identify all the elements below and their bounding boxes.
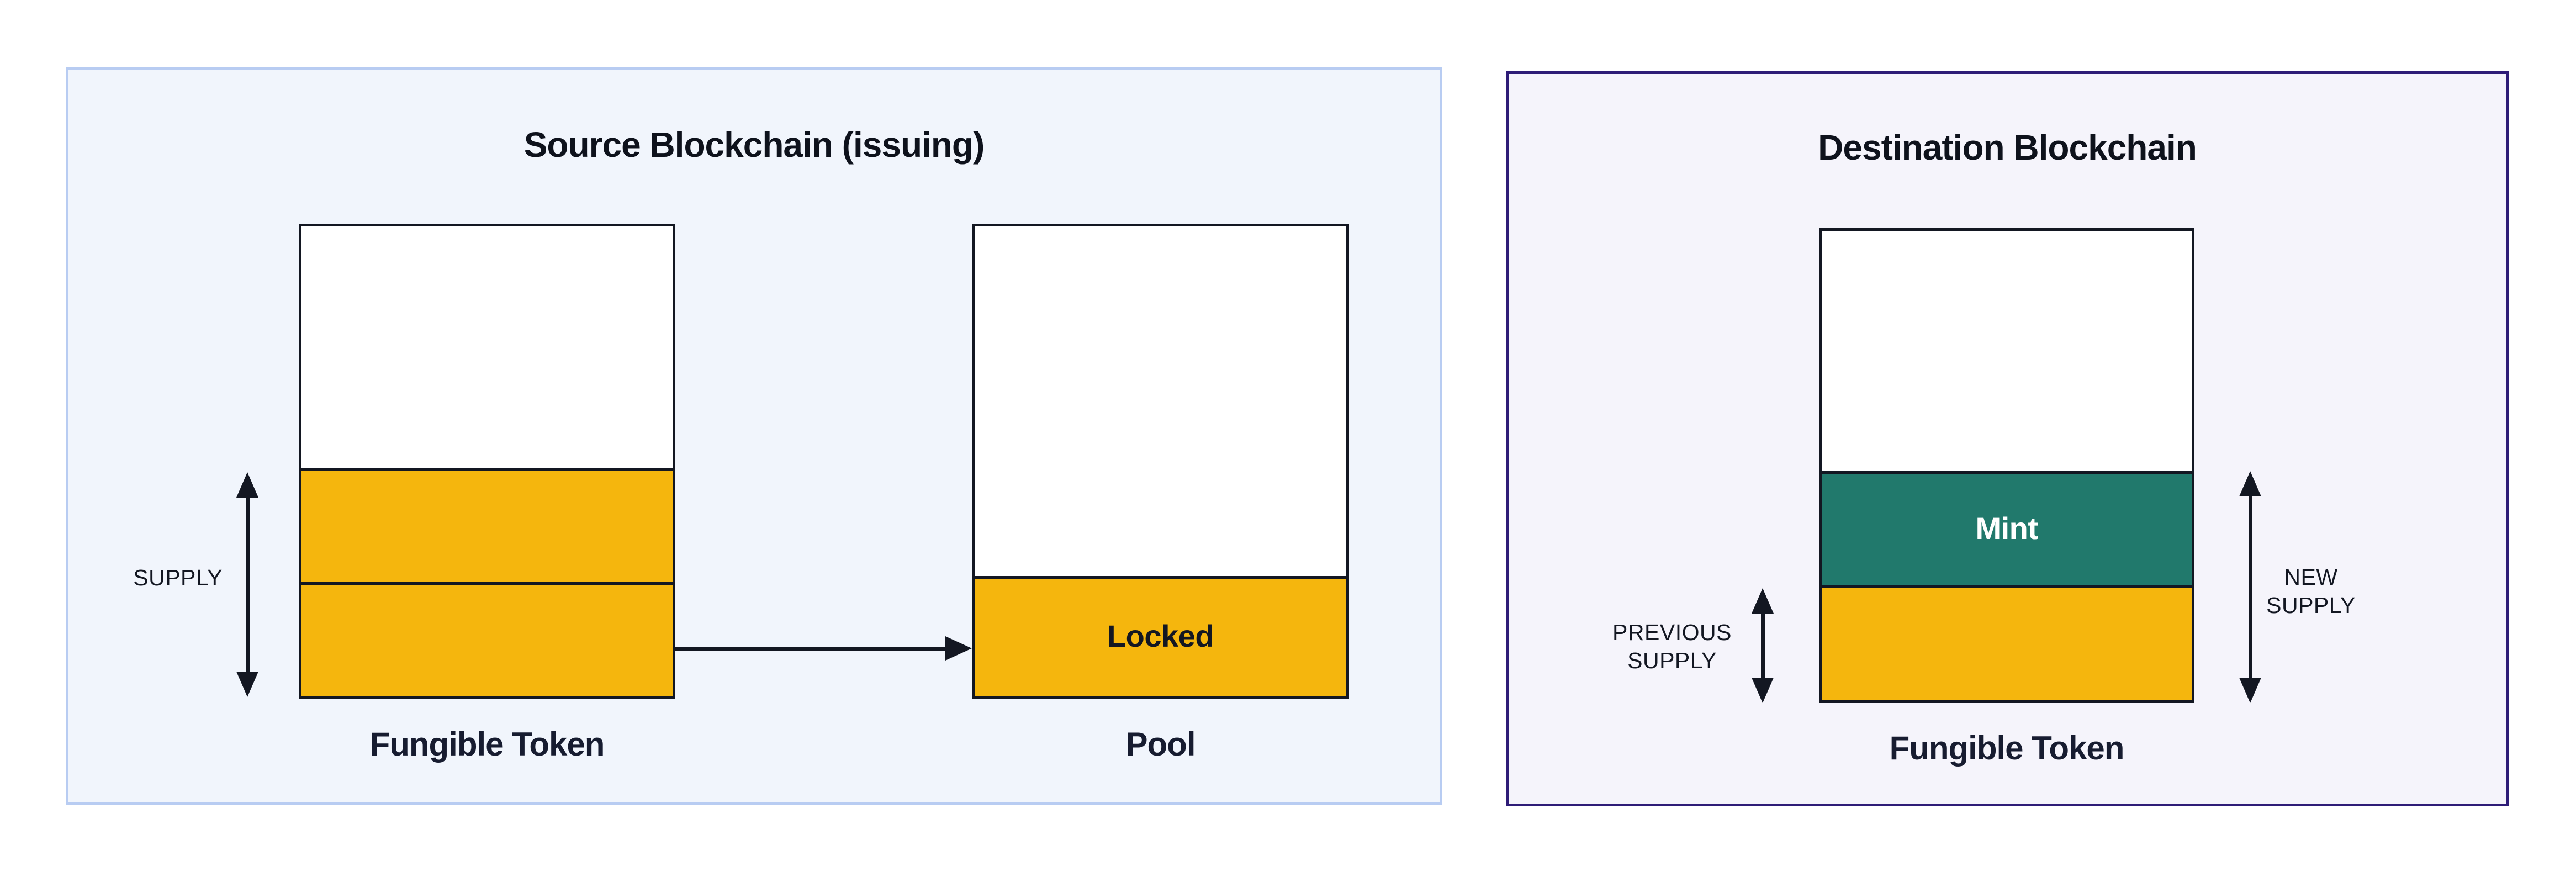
fungible-token-caption-destination: Fungible Token <box>1889 730 2125 767</box>
unissued-supply-band <box>301 226 673 471</box>
fungible-token-box-source <box>299 224 675 699</box>
previous-supply-label: PREVIOUS SUPPLY <box>1612 620 1732 673</box>
locked-label: Locked <box>1107 618 1214 653</box>
source-blockchain-panel: Source Blockchain (issuing) SUPPLY Fungi… <box>66 67 1442 805</box>
new-supply-range-arrow <box>2239 471 2262 703</box>
lock-transfer-arrow <box>675 636 972 661</box>
new-supply-label: NEW SUPPLY <box>2266 564 2356 618</box>
arrow-up-icon <box>2239 471 2261 496</box>
arrow-right-icon <box>945 636 972 661</box>
destination-blockchain-panel: Destination Blockchain Mint PREVIOUS SUP… <box>1506 71 2509 806</box>
supply-lower-band <box>301 585 673 696</box>
locked-band: Locked <box>975 579 1346 696</box>
mint-band: Mint <box>1822 474 2192 588</box>
fungible-token-box-destination: Mint <box>1819 228 2194 703</box>
supply-upper-band <box>301 471 673 585</box>
previous-supply-range-arrow <box>1751 588 1774 703</box>
arrow-up-icon <box>236 472 258 498</box>
pool-box: Locked <box>972 224 1349 699</box>
pool-caption: Pool <box>1125 726 1196 763</box>
arrow-down-icon <box>1752 678 1774 703</box>
previous-supply-band <box>1822 588 2192 700</box>
pool-empty-band <box>975 226 1346 579</box>
arrow-down-icon <box>236 672 258 697</box>
unissued-supply-band-destination <box>1822 231 2192 474</box>
source-panel-title: Source Blockchain (issuing) <box>523 125 985 165</box>
arrow-up-icon <box>1752 588 1774 614</box>
supply-range-arrow <box>236 472 259 697</box>
destination-panel-title: Destination Blockchain <box>1818 128 2197 167</box>
fungible-token-caption-source: Fungible Token <box>369 726 605 763</box>
arrow-down-icon <box>2239 678 2261 703</box>
supply-label: SUPPLY <box>133 565 223 590</box>
mint-label: Mint <box>1975 510 2038 546</box>
